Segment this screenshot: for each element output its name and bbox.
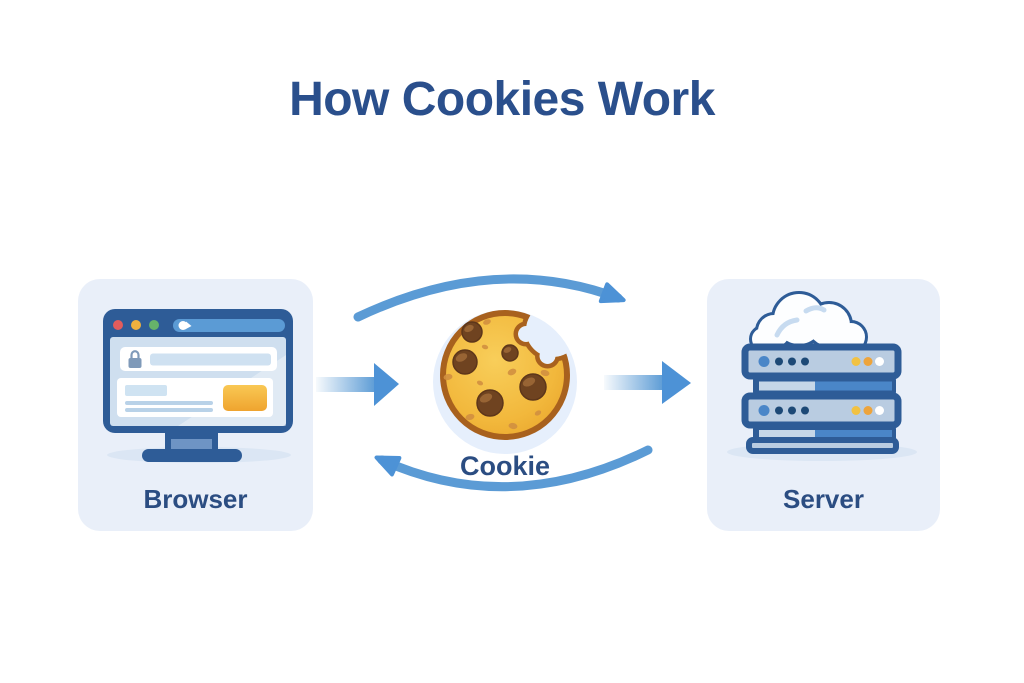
server-rack-cloud-icon	[727, 291, 917, 461]
bitten-cookie-icon	[433, 310, 577, 454]
window-dot-red	[113, 320, 123, 330]
status-lights-top	[758, 356, 884, 367]
server-card: Server	[707, 279, 940, 531]
window-dot-green	[149, 320, 159, 330]
cloud-icon	[749, 291, 868, 354]
chocolate-chips	[452, 321, 547, 417]
server-label: Server	[783, 484, 864, 514]
arrow-cookie-to-server	[604, 361, 691, 404]
rack-unit-bottom	[741, 392, 902, 429]
page-title: How Cookies Work	[289, 73, 715, 127]
arrow-browser-to-cookie	[316, 363, 399, 406]
monitor-browser-icon	[103, 309, 293, 463]
lock-icon	[130, 350, 140, 358]
window-dot-yellow	[131, 320, 141, 330]
browser-label: Browser	[143, 484, 248, 514]
cta-button-shape	[223, 385, 267, 411]
rack-base	[746, 437, 899, 454]
rack-unit-top	[741, 343, 902, 380]
cookie-node	[425, 295, 585, 455]
status-lights-bottom	[758, 405, 884, 416]
cookie-label: Cookie	[459, 451, 551, 481]
address-pill	[173, 319, 285, 332]
browser-card: Browser	[78, 279, 313, 531]
